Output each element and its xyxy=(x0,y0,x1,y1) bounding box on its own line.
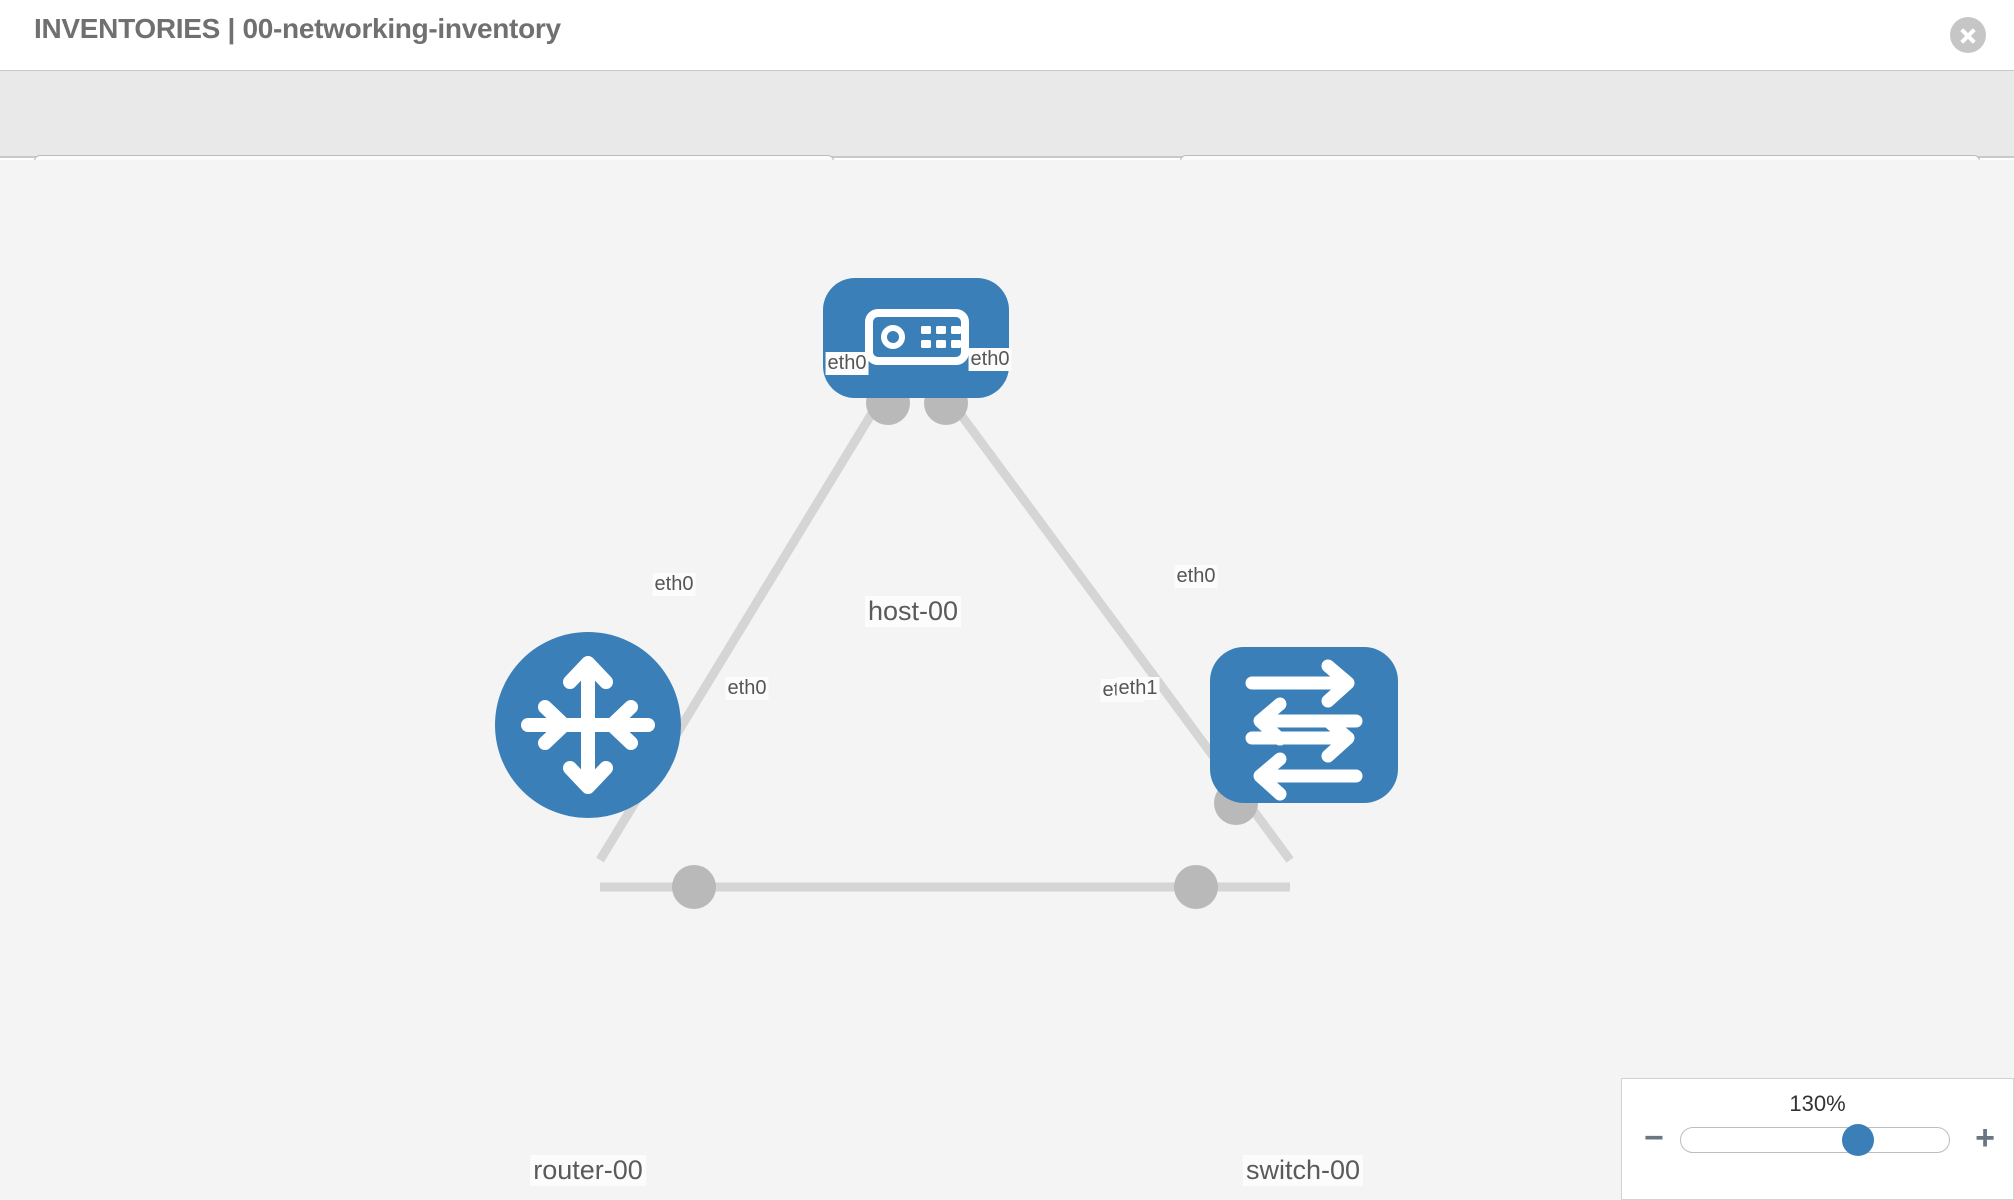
page-header: INVENTORIES | 00-networking-inventory xyxy=(0,0,2014,70)
topology-canvas[interactable]: eth0 eth0 eth0 eth0 eth0 eth0 eth1 host-… xyxy=(0,160,2014,1200)
edge-connectors xyxy=(672,381,1258,909)
connector-knob xyxy=(1174,865,1218,909)
iface-label: eth0 xyxy=(725,677,769,700)
zoom-slider[interactable] xyxy=(1680,1124,1950,1156)
node-switch-00 xyxy=(1210,647,1398,803)
iface-label: eth0 xyxy=(652,573,696,596)
node-label-switch: switch-00 xyxy=(1242,1155,1364,1186)
zoom-level-label: 130% xyxy=(1789,1091,1846,1116)
topology-graph xyxy=(495,278,1398,909)
zoom-out-button[interactable]: − xyxy=(1644,1119,1664,1157)
node-label-router: router-00 xyxy=(530,1155,646,1186)
node-router-00 xyxy=(495,632,681,818)
node-host-00 xyxy=(823,278,1009,398)
iface-label: eth0 xyxy=(825,352,869,375)
page-title: INVENTORIES | 00-networking-inventory xyxy=(34,13,561,44)
node-label-host: host-00 xyxy=(864,596,962,627)
zoom-control-panel: 130% − + xyxy=(1621,1078,2014,1200)
iface-label: eth0 xyxy=(1174,565,1218,588)
iface-label: eth1 xyxy=(1116,677,1160,700)
zoom-in-button[interactable]: + xyxy=(1975,1119,1995,1157)
connector-knob xyxy=(672,865,716,909)
toolbar: ACTIONS SEARCH xyxy=(0,70,2014,205)
iface-label: eth0 xyxy=(968,348,1012,371)
close-icon[interactable] xyxy=(1950,17,1986,53)
zoom-slider-thumb[interactable] xyxy=(1841,1124,1874,1156)
graph-edges xyxy=(596,397,1294,892)
